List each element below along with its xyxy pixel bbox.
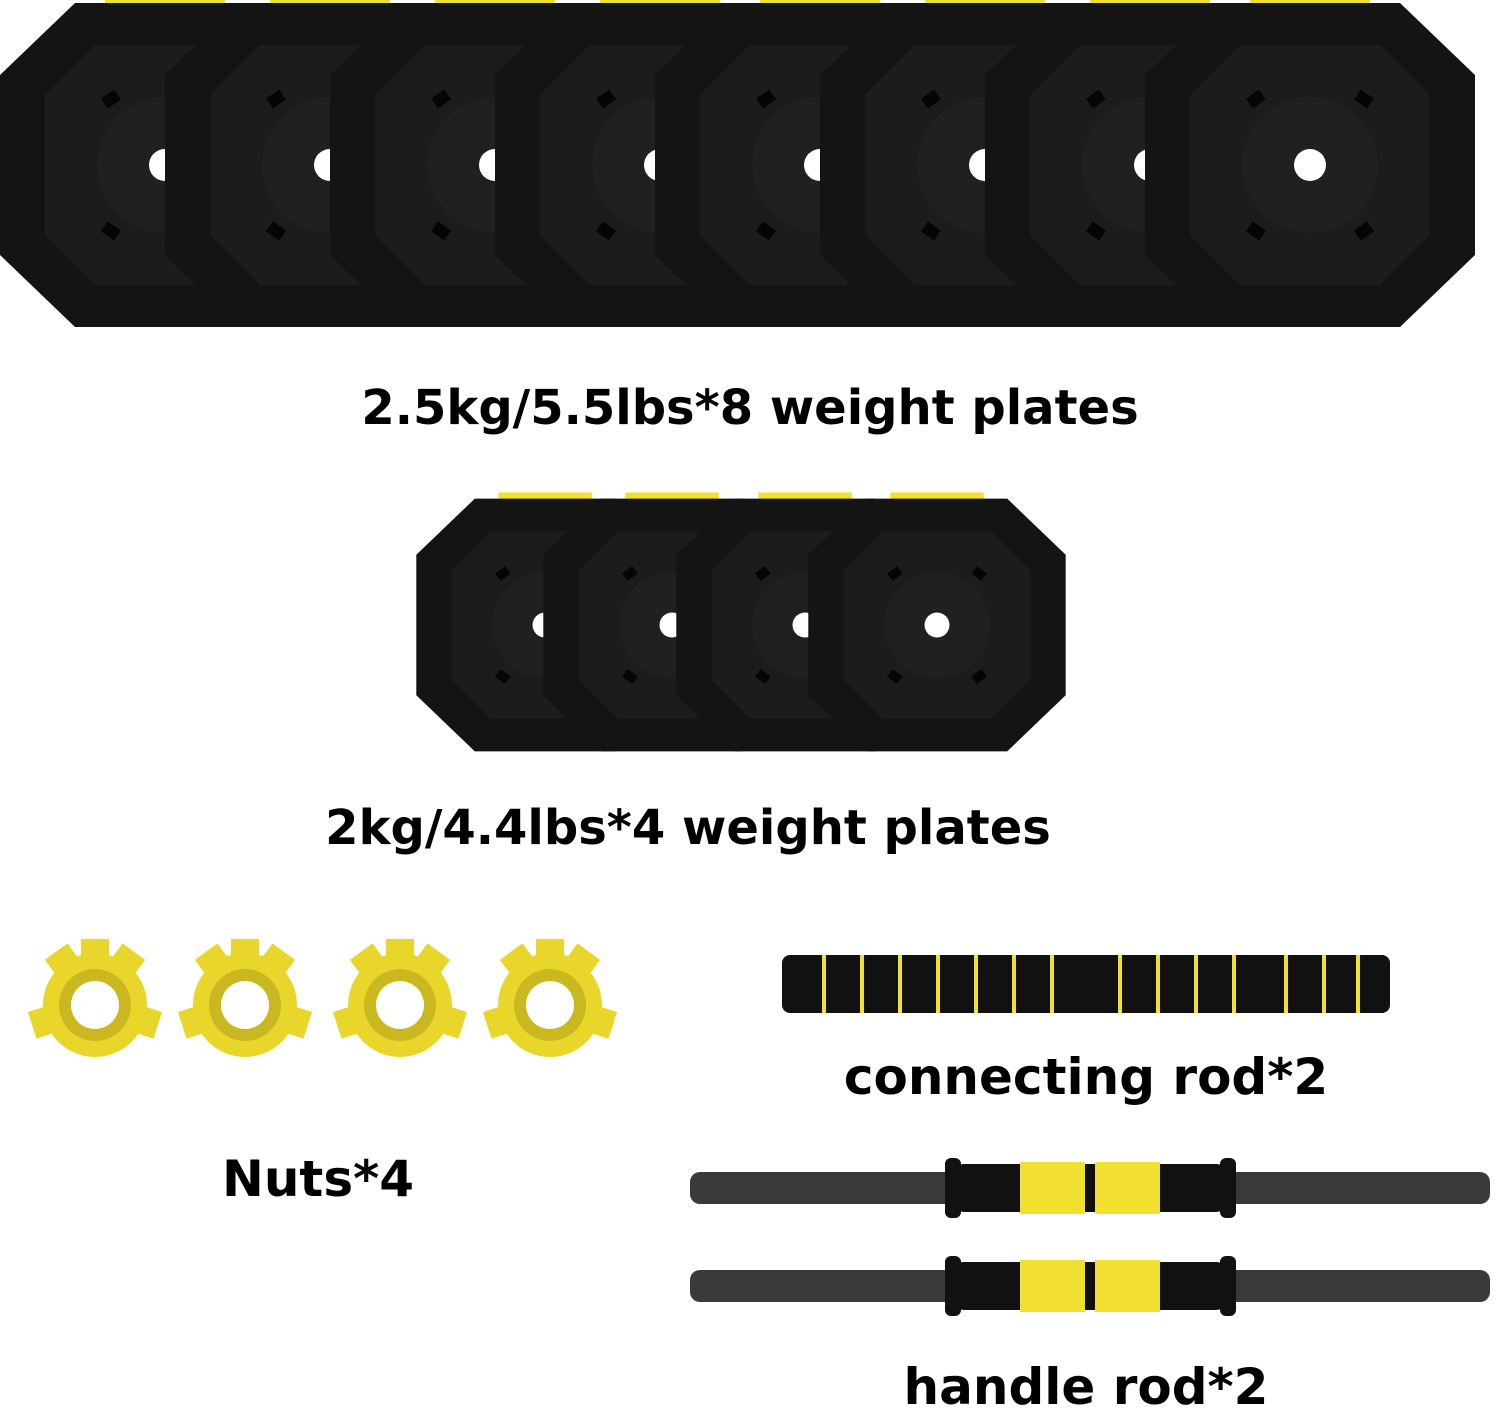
handle-rod-caption: handle rod*2 <box>903 1358 1269 1416</box>
large-plates-caption: 2.5kg/5.5lbs*8 weight plates <box>361 380 1139 436</box>
nuts-caption: Nuts*4 <box>221 1150 415 1208</box>
nuts-row <box>27 939 618 1057</box>
small-plates-caption: 2kg/4.4lbs*4 weight plates <box>325 800 1051 856</box>
connecting-rod-caption: connecting rod*2 <box>843 1048 1329 1106</box>
handle-rods <box>690 1158 1490 1316</box>
large-plates-row <box>0 0 1475 327</box>
small-plates-row <box>416 492 1066 752</box>
connecting-rod <box>782 955 1390 1013</box>
